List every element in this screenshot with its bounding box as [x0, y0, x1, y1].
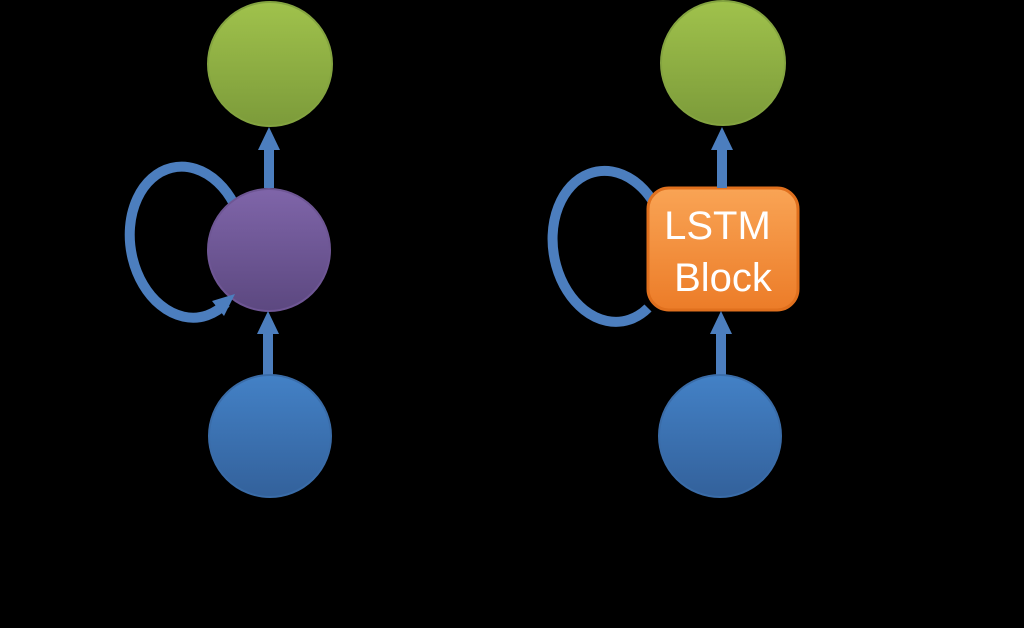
simple-rnn-diagram — [124, 1, 333, 498]
lstm-output-node — [660, 0, 786, 126]
lstm-self-loop-arrow — [547, 165, 657, 327]
rnn-hidden-node — [207, 188, 331, 312]
rnn-input-node — [208, 374, 332, 498]
rnn-output-node — [207, 1, 333, 127]
rnn-self-loop-arrow — [124, 161, 239, 323]
lstm-input-node — [658, 374, 782, 498]
lstm-input-to-block-arrow — [710, 311, 732, 376]
rnn-self-loop-arrowhead — [212, 294, 235, 316]
lstm-block-label-line2: Block — [674, 256, 773, 300]
lstm-block-to-output-arrow — [711, 127, 733, 188]
lstm-block-label-line1: LSTM — [664, 204, 771, 248]
lstm-block-label: LSTM Block — [664, 204, 782, 300]
rnn-hidden-to-output-arrow — [258, 127, 280, 188]
lstm-diagram: LSTM Block — [547, 0, 800, 498]
rnn-input-to-hidden-arrow — [257, 311, 279, 376]
